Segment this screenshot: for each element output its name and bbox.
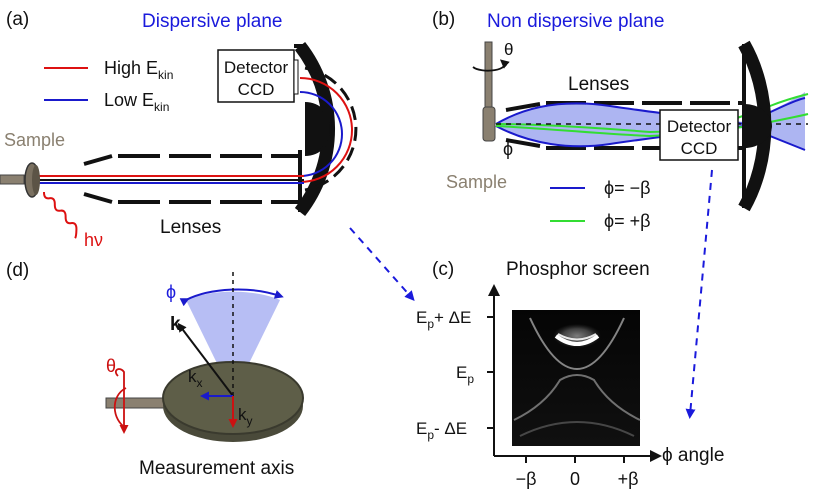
ky-label: ky [238,405,253,428]
x-label-zero: 0 [570,469,580,489]
panel-b: (b) Non dispersive plane θ ϕ Detector CC… [432,9,809,419]
lens-b-entry-bottom [505,138,541,148]
k-vector [177,322,234,397]
arrow-a-to-c [349,227,415,301]
analyzer-b-inner [744,104,772,148]
theta-rotation-arrow-b [472,59,510,72]
x-axis-label: ϕ angle [662,445,724,466]
x-label-plus-beta: +β [618,469,639,489]
detector-slit-a [293,59,299,95]
legend-minus-beta-text: ϕ= −β [604,178,650,198]
photon-label: hν [84,230,103,250]
sample-label-a: Sample [4,130,65,150]
legend-low-ekin-text: Low Ekin [104,90,169,114]
panel-a: (a) Dispersive plane High Ekin Low Ekin … [0,9,415,301]
panel-b-label: (b) [432,9,455,30]
band-lower-m [513,374,641,421]
detector-label-a-2: CCD [238,80,275,99]
phi-label-b: ϕ [503,139,513,159]
panel-c-title: Phosphor screen [506,259,650,280]
lenses-label-a: Lenses [160,217,221,238]
y-label-ep-minus-de: Ep- ΔE [416,419,467,442]
band-lower-faint [519,421,635,437]
sample-disk-b [482,106,496,142]
analyzer-inner-hemisphere [304,102,332,156]
band-top-inner [557,333,597,341]
measurement-axis-caption: Measurement axis [139,458,294,479]
k-label: k [170,314,181,335]
legend-plus-beta-text: ϕ= +β [604,211,650,231]
analyzer-middle-dashed [304,66,358,192]
theta-label-b: θ [504,40,513,59]
panel-d: (d) ϕ θ k kx ky Measurement axis [6,260,304,479]
arrow-b-to-c [685,169,713,419]
detector-label-b-2: CCD [681,139,718,158]
detector-box-a [217,49,295,103]
trajectory-low-ekin [299,91,343,177]
panel-c: (c) Phosphor screen Ep+ ΔE Ep Ep- ΔE −β … [416,259,724,489]
theta-label-d: θ [106,356,116,376]
kx-label: kx [188,367,203,390]
sample-rod-a [0,174,25,185]
phi-cone [186,291,280,396]
band-middle-parabola [529,317,625,370]
lens-entry-top [83,154,113,166]
detector-box-b [659,109,739,161]
lenses-label-b: Lenses [568,74,629,95]
detector-label-b-1: Detector [667,117,732,136]
y-label-ep-plus-de: Ep+ ΔE [416,308,471,331]
phosphor-screen [512,310,641,446]
band-top-bright [554,334,600,346]
legend-high-ekin-text: High Ekin [104,58,173,82]
y-label-ep: Ep [456,363,474,386]
theta-rotation-arrow-d [114,368,129,434]
panel-d-label: (d) [6,260,29,281]
sample-disk-a-face [32,165,40,195]
panel-b-title: Non dispersive plane [487,11,664,32]
panel-c-label: (c) [432,259,454,280]
x-label-minus-beta: −β [516,469,537,489]
lens-b-entry-top [505,102,541,112]
trajectory-high-ekin [299,77,353,183]
phi-label-d: ϕ [166,282,176,302]
beam-envelope [496,92,805,150]
sample-rod-b [484,41,493,109]
panel-a-title: Dispersive plane [142,11,282,32]
photon-wave [42,191,78,239]
lens-entry-bottom [83,192,113,204]
detector-label-a-1: Detector [224,58,289,77]
sample-label-b: Sample [446,172,507,192]
phi-arc-arrow [179,288,284,307]
panel-a-label: (a) [6,9,29,30]
